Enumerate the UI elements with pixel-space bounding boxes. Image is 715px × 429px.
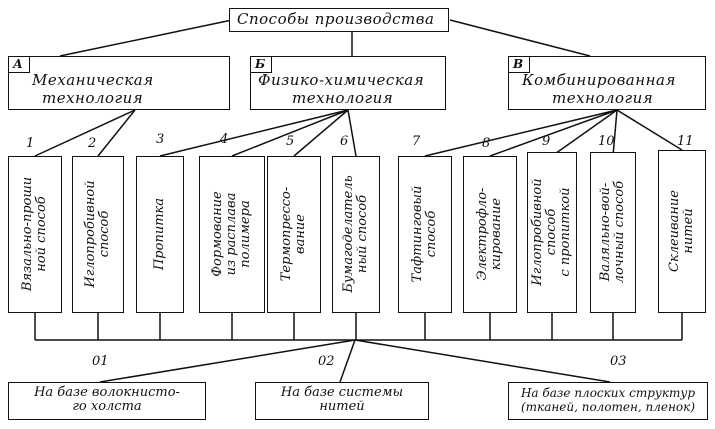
technology-b-line1: Физико-химическая [258, 71, 425, 89]
technology-a-letter-box [8, 56, 30, 73]
method-8-number: 8 [482, 136, 491, 151]
method-4-box [199, 156, 265, 313]
connector-bus-03 [354, 339, 611, 383]
method-3-label: Пропитка [152, 197, 167, 271]
connector-b-4 [231, 109, 349, 157]
connector-c-10 [612, 109, 618, 157]
base-03-label: На базе плоских структур(тканей, полотен… [520, 386, 696, 414]
technology-c-line1: Комбинированная [522, 71, 676, 89]
technology-c-line2: технология [552, 89, 654, 107]
base-01-label: На базе волокнисто-го холста [34, 385, 180, 414]
technology-a-letter: А [13, 57, 23, 71]
base-02-number: 02 [318, 354, 335, 369]
method-5-box [267, 156, 321, 313]
method-1-number: 1 [26, 136, 35, 151]
method-4-number: 4 [220, 132, 229, 147]
technology-c-letter-box [508, 56, 530, 73]
method-2-box [72, 156, 124, 313]
method-10-number: 10 [598, 134, 615, 149]
method-11-number: 11 [677, 134, 694, 149]
connector-b-5 [293, 109, 349, 157]
connector-b-6 [347, 109, 357, 157]
connector-bus-02 [339, 339, 356, 383]
base-01-box [8, 382, 206, 420]
root-title: Способы производства [237, 10, 435, 28]
connector-bus-01 [99, 339, 356, 383]
method-9-box [527, 152, 577, 313]
method-3-number: 3 [156, 132, 165, 147]
method-10-label: Валяльно-вой-лочный способ [598, 180, 627, 284]
method-8-box [463, 156, 517, 313]
root-box [229, 8, 449, 32]
method-6-box [332, 156, 380, 313]
method-5-number: 5 [286, 134, 295, 149]
technology-a-box [8, 56, 230, 110]
method-10-box [590, 152, 636, 313]
method-8-label: Электрофло-кирование [475, 187, 504, 281]
method-9-number: 9 [542, 134, 551, 149]
base-02-box [255, 382, 429, 420]
base-03-box [508, 382, 708, 420]
connector-c-11 [616, 109, 683, 151]
connector-c-8 [489, 109, 618, 157]
connector-root-a [59, 19, 233, 57]
connector-bus [34, 313, 683, 341]
connector-root-c [449, 19, 591, 57]
connector-c-9 [551, 109, 618, 157]
connector-b-3 [159, 109, 349, 157]
technology-c-box [508, 56, 706, 110]
method-6-number: 6 [340, 134, 349, 149]
connector-a-2 [97, 109, 136, 157]
method-11-box [658, 150, 706, 313]
technology-b-line2: технология [292, 89, 394, 107]
method-7-box [398, 156, 452, 313]
connector-c-7 [424, 109, 618, 157]
method-7-number: 7 [412, 134, 421, 149]
connector-a-1 [34, 109, 136, 157]
technology-c-letter: В [513, 57, 524, 71]
technology-b-letter-box [250, 56, 272, 73]
method-2-number: 2 [88, 136, 97, 151]
base-01-number: 01 [92, 354, 109, 369]
technology-b-box [250, 56, 446, 110]
technology-a-line1: Механическая [32, 71, 154, 89]
technology-b-letter: Б [255, 57, 266, 71]
method-3-box [136, 156, 184, 313]
technology-a-line2: технология [42, 89, 144, 107]
base-03-number: 03 [610, 354, 627, 369]
method-5-label: Термопрессо-вание [279, 186, 308, 282]
method-1-box [8, 156, 62, 313]
